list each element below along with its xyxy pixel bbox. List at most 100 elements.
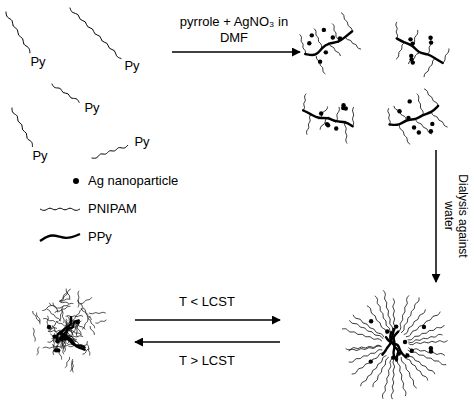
pnipam-chain: [352, 107, 353, 126]
pnipam-chain: [49, 303, 56, 308]
end-group-label: Py: [84, 100, 99, 116]
ag-nanoparticle: [369, 319, 373, 323]
ag-nanoparticle: [319, 111, 323, 115]
pnipam-chain: [12, 108, 32, 146]
pnipam-chain: [342, 329, 381, 341]
ag-nanoparticle: [307, 41, 311, 45]
pnipam-chain: [329, 43, 340, 56]
ppy-chain: [305, 31, 352, 55]
legend-ppy: [40, 234, 80, 241]
pnipam-chain: [341, 13, 352, 31]
pnipam-chain: [307, 114, 311, 134]
ag-nanoparticle: [397, 351, 401, 355]
ag-nanoparticle: [428, 36, 432, 40]
heating-arrow: [135, 341, 280, 343]
pnipam-chain: [300, 35, 306, 54]
ag-nanoparticle: [405, 353, 409, 357]
pnipam-chain: [33, 311, 40, 323]
pnipam-chain: [349, 350, 382, 362]
pnipam-chain: [47, 309, 60, 321]
pnipam-chain: [397, 359, 406, 396]
pnipam-chain: [52, 84, 79, 102]
pnipam-chain: [89, 312, 105, 313]
pnipam-chain: [350, 321, 383, 339]
pnipam-chain: [428, 38, 433, 54]
pnipam-chain: [92, 145, 128, 158]
ag-nanoparticle: [430, 122, 434, 126]
ag-nanoparticle: [334, 126, 338, 130]
pnipam-chain: [319, 107, 328, 119]
ag-nanoparticle: [341, 106, 345, 110]
pnipam-chain: [405, 355, 428, 380]
pnipam-chain: [424, 89, 438, 106]
pnipam-chain: [80, 298, 91, 304]
ag-nanoparticle: [369, 359, 373, 363]
ag-nanoparticle: [417, 130, 421, 134]
ag-nanoparticle: [47, 325, 51, 329]
pnipam-chain: [345, 121, 347, 143]
pnipam-chain: [44, 319, 55, 322]
legend-dot: [73, 178, 79, 184]
ag-nanoparticle: [52, 334, 56, 338]
pnipam-chain: [61, 289, 71, 301]
pnipam-chain: [384, 291, 393, 332]
temperature-label: T > LCST: [179, 353, 235, 369]
pnipam-chain: [66, 316, 83, 317]
pnipam-chain: [346, 345, 381, 349]
pnipam-chain: [388, 109, 390, 125]
pnipam-chain: [37, 347, 39, 355]
ag-nanoparticle: [410, 349, 414, 353]
pnipam-chain: [59, 307, 63, 321]
dialysis-arrow: [435, 150, 437, 282]
reaction-arrow: [172, 51, 300, 53]
ag-nanoparticle: [403, 340, 407, 344]
ag-nanoparticle: [397, 109, 401, 113]
ag-nanoparticle: [394, 324, 398, 328]
end-group-label: Py: [32, 148, 47, 164]
pnipam-chain: [361, 356, 386, 386]
pnipam-chain: [443, 49, 449, 63]
ag-nanoparticle: [55, 339, 59, 343]
legend-text: PPy: [88, 229, 112, 245]
pnipam-chain: [345, 37, 360, 49]
ag-nanoparticle: [64, 334, 68, 338]
pnipam-chain: [399, 126, 409, 144]
pnipam-chain: [90, 326, 94, 334]
pnipam-chain: [96, 320, 106, 323]
pnipam-chain: [391, 359, 394, 399]
pnipam-chain: [70, 8, 121, 58]
ag-nanoparticle: [409, 54, 413, 58]
pnipam-chain: [409, 348, 445, 355]
ag-nanoparticle: [429, 40, 433, 44]
ag-nanoparticle: [406, 116, 410, 120]
ag-nanoparticle: [422, 325, 426, 329]
pnipam-chain: [406, 353, 434, 374]
ag-nanoparticle: [407, 99, 411, 103]
ag-nanoparticle: [59, 331, 63, 335]
pnipam-chain: [65, 357, 69, 367]
pnipam-chain: [58, 303, 73, 308]
pnipam-chain: [336, 107, 340, 122]
pnipam-chain: [33, 328, 35, 341]
pnipam-chain: [409, 334, 442, 342]
pnipam-chain: [57, 345, 62, 359]
end-group-label: Py: [124, 58, 139, 74]
pnipam-chain: [87, 342, 90, 356]
end-group-label: Py: [30, 54, 45, 70]
pnipam-chain: [373, 357, 389, 386]
pnipam-chain: [424, 58, 435, 76]
pnipam-chain: [66, 289, 69, 299]
pnipam-chain: [77, 291, 79, 307]
pnipam-chain: [72, 359, 73, 372]
pnipam-chain: [6, 12, 30, 53]
ag-nanoparticle: [322, 28, 326, 32]
pnipam-chain: [375, 296, 390, 332]
pnipam-chain: [417, 94, 423, 115]
ag-nanoparticle: [331, 35, 335, 39]
temperature-label: T < LCST: [179, 294, 235, 310]
cooling-arrow: [135, 319, 280, 321]
ag-nanoparticle: [429, 346, 433, 350]
pnipam-chain: [394, 106, 406, 119]
pnipam-chain: [53, 303, 58, 312]
